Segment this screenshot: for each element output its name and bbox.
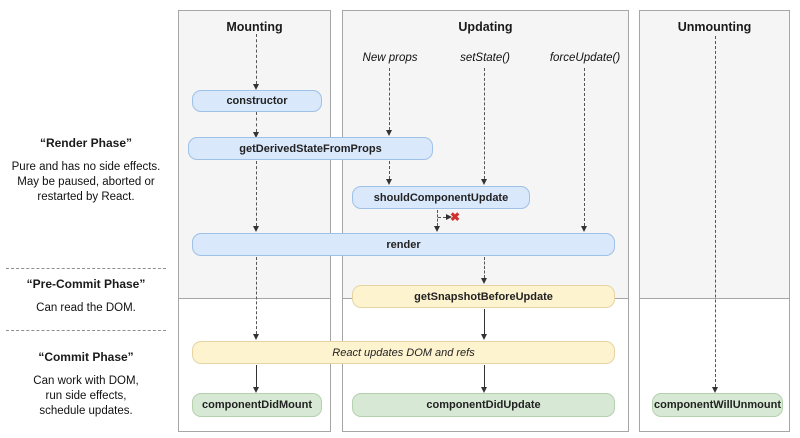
pre-commit-phase-description: Can read the DOM. [36, 302, 136, 314]
column-mounting-title: Mounting [226, 20, 283, 34]
phase-note-pre-commit: “Pre-Commit Phase” Can read the DOM. [0, 277, 172, 316]
box-get-derived-state-from-props: getDerivedStateFromProps [188, 137, 433, 160]
unmounting-render-phase-area [640, 11, 789, 299]
arrow-react-updates-to-cdu [481, 365, 487, 393]
arrow-new-props-to-gdsfp [386, 68, 392, 136]
arrow-gdsfp-to-scu [386, 161, 392, 185]
arrow-mounting-to-constructor [253, 34, 259, 90]
arrow-scu-false-branch [438, 214, 452, 220]
box-constructor: constructor [192, 90, 322, 112]
arrow-constructor-to-gdsfp [253, 112, 259, 138]
trigger-force-update: forceUpdate() [549, 52, 621, 64]
column-updating-title: Updating [458, 20, 513, 34]
trigger-set-state: setState() [460, 52, 510, 64]
column-unmounting-title: Unmounting [677, 20, 752, 34]
box-component-will-unmount: componentWillUnmount [652, 393, 783, 417]
arrow-unmounting-to-cwu [712, 36, 718, 393]
box-component-did-mount: componentDidMount [192, 393, 322, 417]
column-unmounting: Unmounting [639, 10, 790, 432]
trigger-new-props: New props [362, 52, 418, 64]
pre-commit-phase-title: “Pre-Commit Phase” [26, 277, 146, 291]
arrow-gdsfp-to-render [253, 161, 259, 232]
arrow-render-to-gsbu [481, 257, 487, 284]
phase-note-commit: “Commit Phase” Can work with DOM, run si… [0, 350, 172, 419]
commit-phase-description: Can work with DOM, run side effects, sch… [33, 375, 139, 417]
render-phase-title: “Render Phase” [39, 136, 133, 150]
box-should-component-update: shouldComponentUpdate [352, 186, 530, 209]
box-render: render [192, 233, 615, 256]
arrow-forceupdate-to-render [581, 68, 587, 232]
column-updating: Updating [342, 10, 629, 432]
arrow-render-to-react-updates [253, 257, 259, 340]
arrow-react-updates-to-cdm [253, 365, 259, 393]
column-mounting: Mounting [178, 10, 331, 432]
commit-phase-title: “Commit Phase” [38, 350, 134, 364]
phase-separator-1 [6, 268, 166, 269]
box-react-updates-dom: React updates DOM and refs [192, 341, 615, 364]
arrow-scu-to-render [434, 210, 440, 232]
box-component-did-update: componentDidUpdate [352, 393, 615, 417]
box-get-snapshot-before-update: getSnapshotBeforeUpdate [352, 285, 615, 308]
arrow-gsbu-to-react-updates [481, 309, 487, 340]
phase-note-render: “Render Phase” Pure and has no side effe… [0, 136, 172, 205]
update-cancelled-x-icon: ✖ [450, 210, 461, 224]
render-phase-description: Pure and has no side effects. May be pau… [11, 161, 161, 203]
arrow-setstate-to-scu [481, 68, 487, 185]
phase-separator-2 [6, 330, 166, 331]
